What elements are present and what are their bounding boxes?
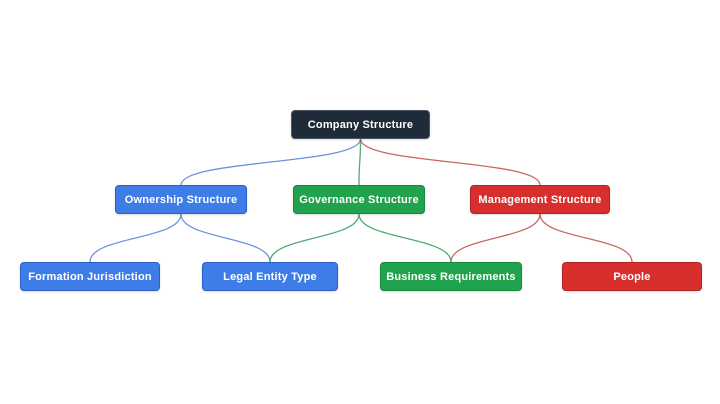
edge-company-structure-to-ownership-structure bbox=[180, 138, 362, 186]
edge-company-structure-to-management-structure bbox=[359, 138, 541, 186]
node-label: Business Requirements bbox=[386, 270, 516, 283]
edge-governance-structure-to-legal-entity-type bbox=[269, 213, 360, 263]
edge-ownership-structure-to-legal-entity-type bbox=[180, 213, 271, 263]
node-legal-entity-type: Legal Entity Type bbox=[202, 262, 338, 291]
edge-ownership-structure-to-formation-jurisdiction bbox=[89, 213, 182, 263]
node-label: Ownership Structure bbox=[124, 193, 238, 206]
node-business-requirements: Business Requirements bbox=[380, 262, 522, 291]
node-label: People bbox=[613, 270, 651, 283]
node-governance-structure: Governance Structure bbox=[293, 185, 425, 214]
node-label: Company Structure bbox=[307, 118, 414, 131]
node-formation-jurisdiction: Formation Jurisdiction bbox=[20, 262, 160, 291]
node-ownership-structure: Ownership Structure bbox=[115, 185, 247, 214]
edge-management-structure-to-business-requirements bbox=[450, 213, 541, 263]
node-label: Formation Jurisdiction bbox=[28, 270, 152, 283]
edge-management-structure-to-people bbox=[539, 213, 633, 263]
node-people: People bbox=[562, 262, 702, 291]
node-label: Management Structure bbox=[478, 193, 602, 206]
edge-company-structure-to-governance-structure bbox=[358, 138, 362, 186]
edge-governance-structure-to-business-requirements bbox=[358, 213, 452, 263]
node-management-structure: Management Structure bbox=[470, 185, 610, 214]
node-label: Governance Structure bbox=[299, 193, 419, 206]
node-label: Legal Entity Type bbox=[223, 270, 317, 283]
node-company-structure: Company Structure bbox=[291, 110, 430, 139]
